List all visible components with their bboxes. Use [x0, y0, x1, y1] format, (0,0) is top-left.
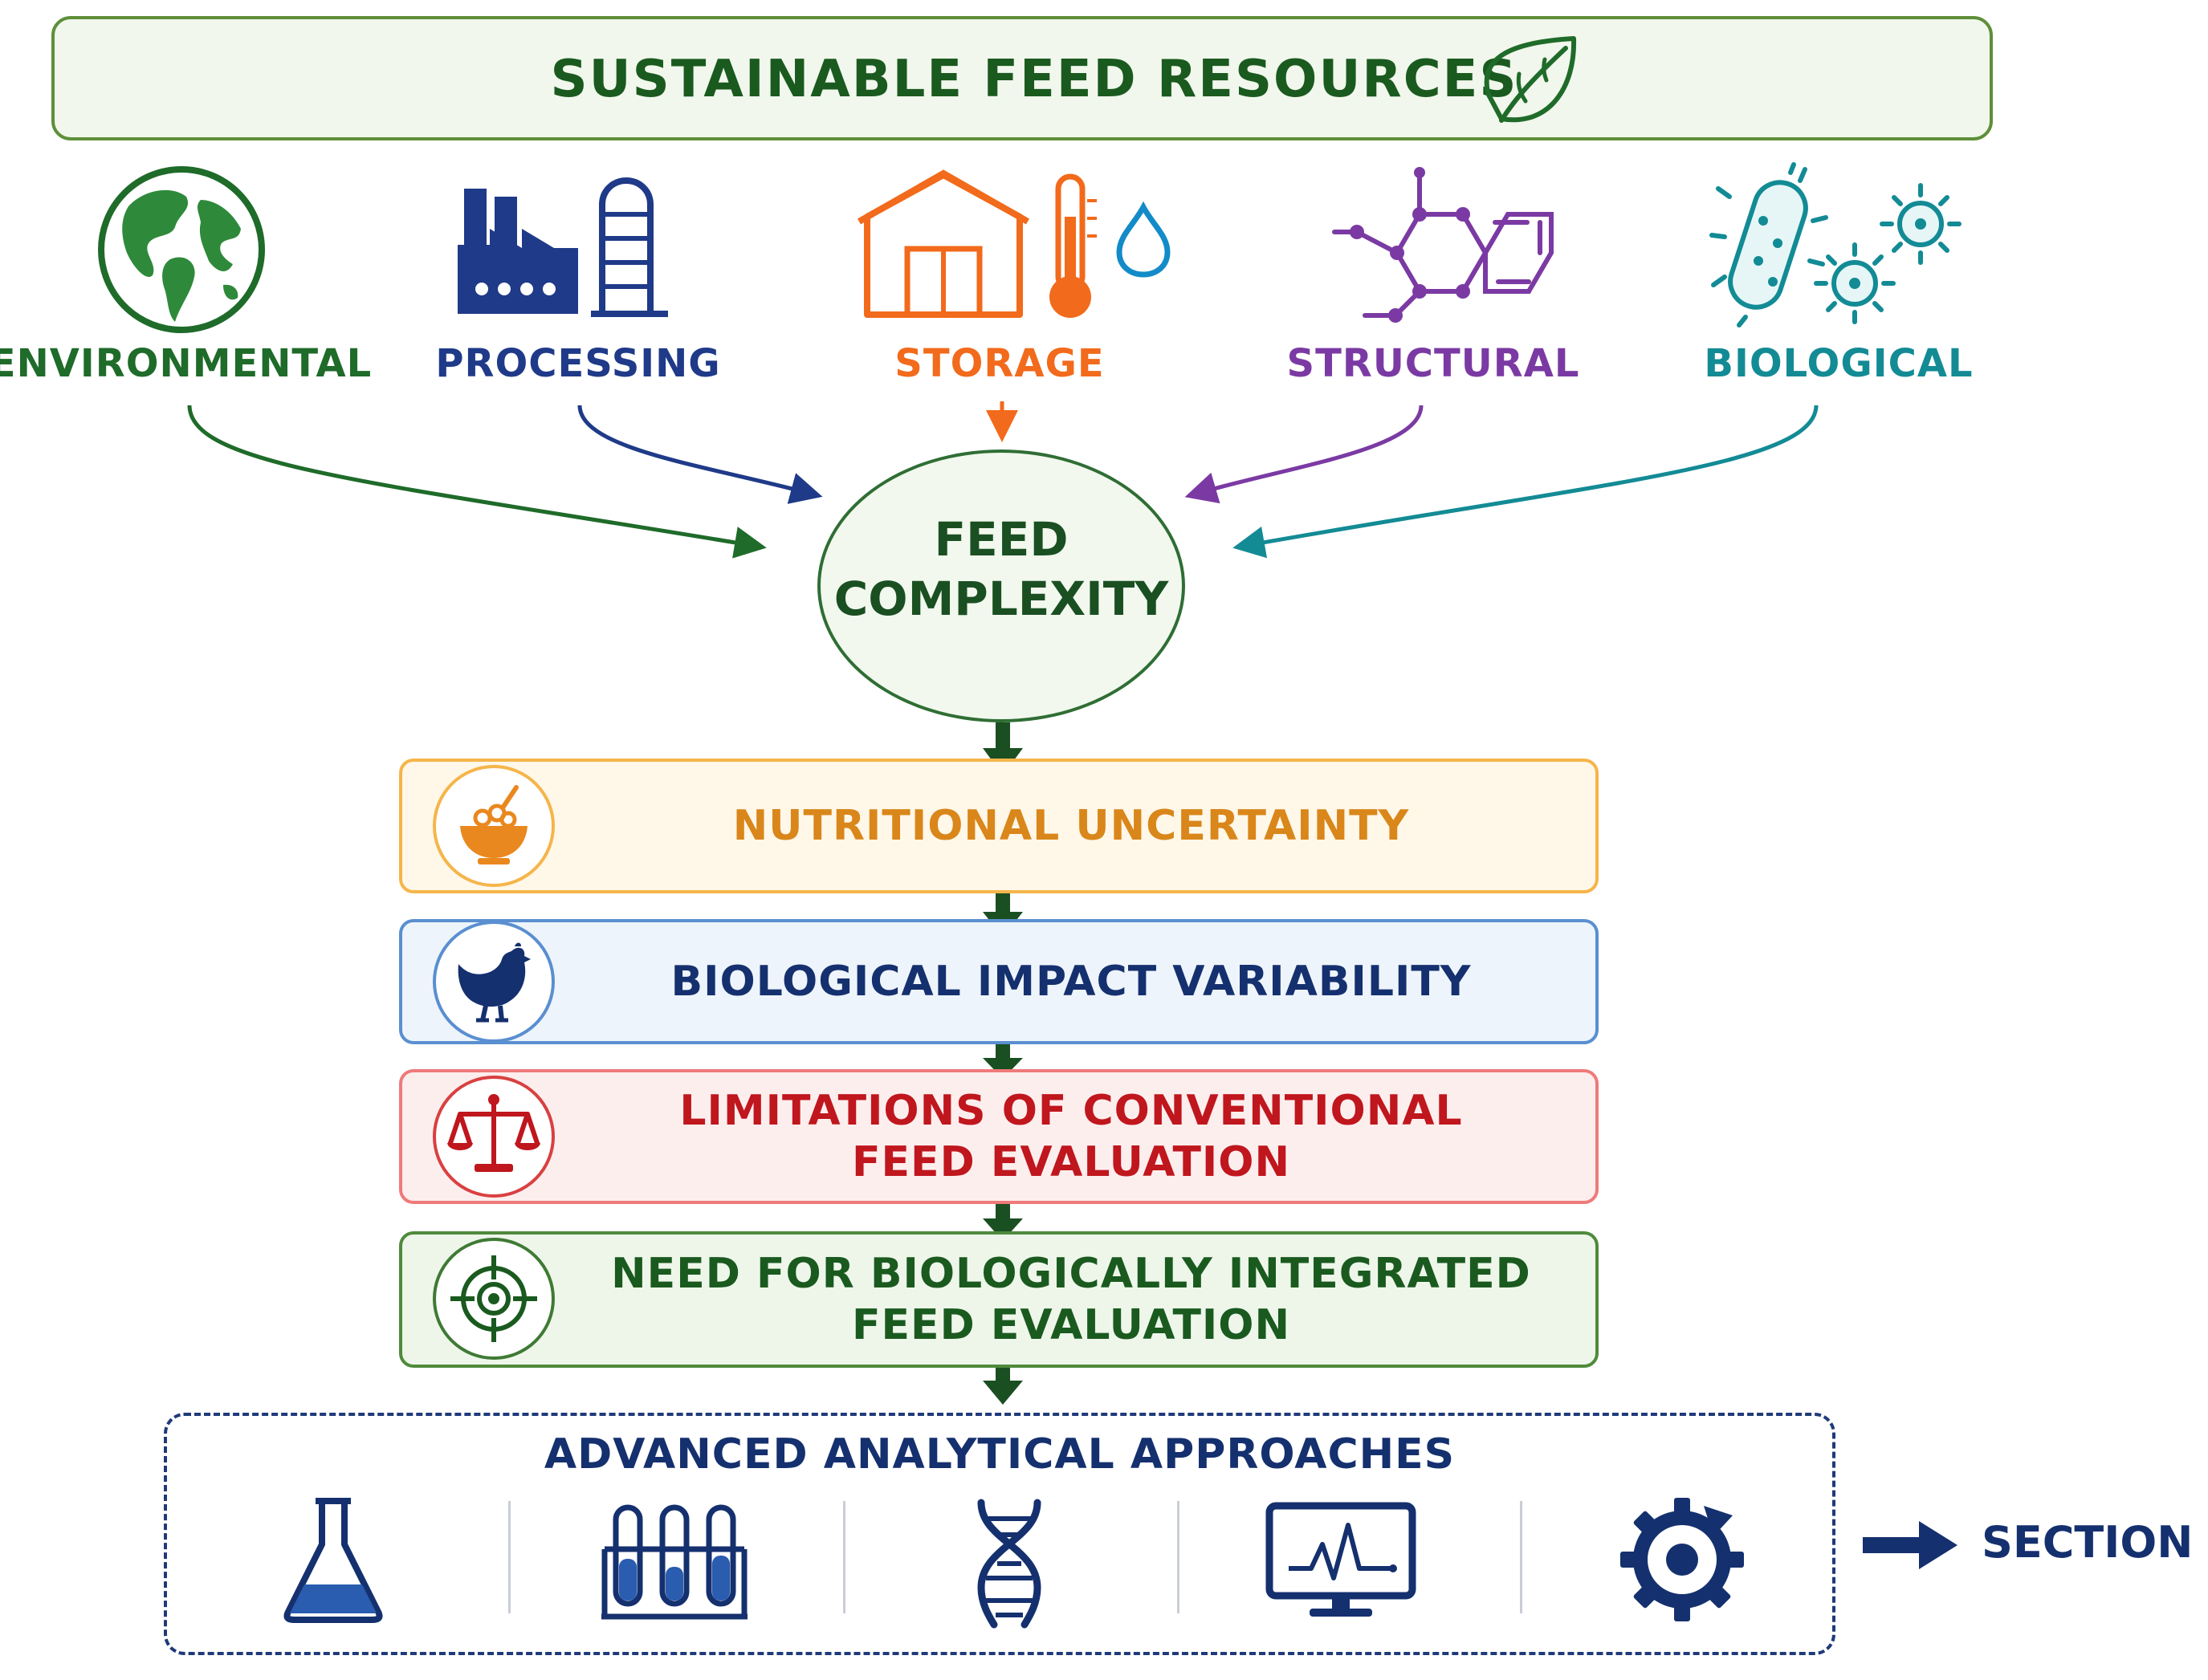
step-label-need-line1: NEED FOR BIOLOGICALLY INTEGRATED [611, 1250, 1531, 1298]
divider-3 [1177, 1501, 1179, 1613]
divider-4 [1520, 1501, 1522, 1613]
arrow-biological [1232, 405, 1819, 559]
monitor-signal-icon [1265, 1502, 1416, 1617]
factor-label-structural: STRUCTURAL [1286, 341, 1580, 386]
factor-label-environmental: ENVIRONMENTAL [0, 341, 373, 386]
leaf-icon [1484, 36, 1577, 123]
divider-2 [843, 1501, 845, 1613]
feed-bowl-icon-circle [433, 765, 555, 887]
factor-label-processing: PROCESSING [435, 341, 721, 386]
step-nutritional-uncertainty: NUTRITIONAL UNCERTAINTY [399, 759, 1599, 893]
step-label-limitations-line1: LIMITATIONS OF CONVENTIONAL [679, 1087, 1463, 1135]
balance-scale-icon-circle [433, 1076, 555, 1198]
arrow-environmental [187, 405, 767, 559]
step-label-need: NEED FOR BIOLOGICALLY INTEGRATED FEED EV… [579, 1235, 1563, 1365]
title-text: SUSTAINABLE FEED RESOURCES [550, 50, 1518, 109]
step-label-limitations-line2: FEED EVALUATION [852, 1138, 1290, 1186]
factor-label-biological: BIOLOGICAL [1704, 341, 1974, 386]
step-label-biological-impact-variability: BIOLOGICAL IMPACT VARIABILITY [670, 958, 1472, 1006]
advanced-approaches-title: ADVANCED ANALYTICAL APPROACHES [544, 1430, 1456, 1479]
step-label-nutritional-uncertainty: NUTRITIONAL UNCERTAINTY [732, 802, 1410, 850]
feed-complexity-ellipse [817, 449, 1185, 722]
flask-icon [283, 1498, 383, 1623]
section-arrow-icon [1863, 1521, 1957, 1569]
factor-label-storage: STORAGE [894, 341, 1105, 386]
test-tubes-icon [601, 1504, 748, 1620]
chicken-icon [458, 942, 531, 1023]
converging-arrows [187, 401, 1819, 559]
arrow-structural [1184, 405, 1424, 504]
step-label-need-line2: FEED EVALUATION [852, 1301, 1290, 1349]
target-icon [450, 1255, 537, 1342]
feed-complexity-line1: FEED [934, 512, 1069, 567]
section-4-label[interactable]: SECTION 4 [1982, 1517, 2208, 1568]
target-icon-circle [433, 1238, 555, 1360]
arrow-processing [577, 405, 823, 504]
factory-silo-icon [458, 177, 668, 317]
globe-icon [98, 166, 265, 333]
step-need-integrated: NEED FOR BIOLOGICALLY INTEGRATED FEED EV… [399, 1231, 1599, 1368]
feed-complexity-line2: COMPLEXITY [833, 572, 1169, 626]
balance-scale-icon [447, 1094, 540, 1172]
step-biological-impact-variability: BIOLOGICAL IMPACT VARIABILITY [399, 919, 1599, 1044]
warehouse-thermometer-icon [858, 169, 1171, 318]
cycle-gear-icon [1620, 1498, 1744, 1621]
divider-1 [508, 1501, 511, 1613]
title-bar: SUSTAINABLE FEED RESOURCES [51, 16, 1993, 140]
step-limitations-conventional: LIMITATIONS OF CONVENTIONAL FEED EVALUAT… [399, 1069, 1599, 1204]
chicken-icon-circle [433, 921, 555, 1043]
step-label-limitations: LIMITATIONS OF CONVENTIONAL FEED EVALUAT… [579, 1072, 1563, 1201]
molecule-icon [1332, 167, 1554, 323]
feed-complexity-label: FEED COMPLEXITY [817, 510, 1185, 628]
feed-bowl-icon [460, 785, 528, 864]
microbe-icon [1709, 162, 1962, 327]
dna-icon [977, 1499, 1041, 1629]
